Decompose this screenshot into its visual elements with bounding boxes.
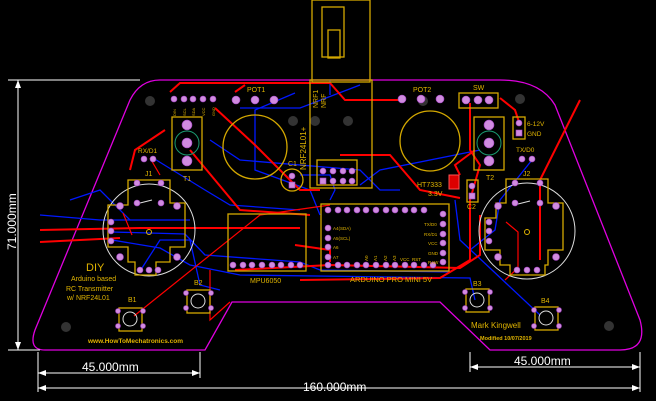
c1-label: C1 (288, 161, 297, 168)
pin-label: VCC (428, 241, 438, 246)
j1-label: J1 (145, 171, 153, 178)
joystick-j2: J2 (478, 171, 576, 280)
t1-label: T1 (183, 176, 191, 183)
sw-label: SW (473, 85, 485, 92)
pot1-label: POT1 (247, 87, 265, 94)
mpu-label: MPU6050 (250, 278, 281, 285)
tx-header: TX/D0 (516, 147, 536, 163)
button-b4: B4 (531, 298, 562, 331)
power-gnd-label: GND (527, 131, 542, 138)
description-line2: RC Transmitter (66, 286, 114, 293)
rx-label: RX/D1 (138, 148, 158, 155)
nrf-value-label: NRF (321, 94, 328, 108)
arduino-label: ARDUINO PRO MINI 5V (350, 275, 432, 284)
pin-label: A2 (383, 255, 388, 261)
rx-header: RX/D1 (138, 148, 158, 163)
pin-label: A0 (364, 255, 369, 261)
pot1: POT1 (222, 87, 288, 180)
pin-label: DIN (172, 109, 177, 116)
dimension-width: 160.000mm (38, 380, 640, 394)
power-input: 6-12V GND (512, 116, 545, 140)
button-b2: B2 (183, 280, 214, 314)
pin-label: A5(SCL) (333, 236, 351, 241)
tx-label: TX/D0 (516, 147, 535, 154)
button-b1: B1 (115, 297, 146, 332)
nrf24l01-module: NRF1 NRF NRF24L01+ (299, 0, 373, 189)
regulator: HT7333 3.3V C2 (417, 174, 479, 211)
pin-label: GND (428, 251, 439, 256)
pin-label: VCC (201, 107, 206, 116)
pin-label: RX/D1 (424, 232, 438, 237)
pot2: POT2 (397, 87, 461, 172)
right-wing-dimension-label: 45.000mm (514, 354, 571, 368)
t2: T2 (473, 116, 505, 182)
arduino-pro-mini: A4(SDA) A5(SCL) A6 A7 TX/D0 RX/D1 VCC GN… (320, 203, 450, 284)
nrf-module-label: NRF24L01+ (299, 126, 308, 170)
button-b3: B3 (462, 281, 493, 313)
power-switch: SW (458, 85, 499, 109)
j2-label: J2 (523, 171, 531, 178)
board-text: DIY Arduino based RC Transmitter w/ NRF2… (66, 262, 532, 345)
pin-label: SDA (191, 107, 196, 116)
width-dimension-label: 160.000mm (303, 380, 366, 394)
b1-label: B1 (128, 297, 137, 304)
description-line3: w/ NRF24L01 (66, 295, 110, 302)
pin-label: A6 (333, 245, 339, 250)
board-outline (32, 79, 643, 351)
author-label: Mark Kingwell (471, 321, 521, 330)
pin-label: GND (211, 107, 216, 116)
pin-label: A7 (333, 255, 339, 260)
pin-label: A4(SDA) (333, 226, 351, 231)
pot2-label: POT2 (413, 87, 431, 94)
pin-label: A3 (392, 255, 397, 261)
joystick-j1: J1 (102, 171, 196, 277)
pin-label: A1 (373, 255, 378, 261)
b4-label: B4 (541, 298, 550, 305)
t1: DIN SCL SDA VCC GND T1 (170, 95, 217, 183)
dimension-right-wing: 45.000mm (469, 352, 641, 392)
pin-label: TX/D0 (424, 222, 437, 227)
diy-label: DIY (86, 262, 105, 274)
pin-label: RAW (428, 260, 439, 265)
regulator-label: HT7333 (417, 182, 442, 189)
pin-label: VCC (400, 257, 410, 262)
left-wing-dimension-label: 45.000mm (82, 360, 139, 374)
website-label: www.HowToMechatronics.com (87, 338, 183, 345)
b3-label: B3 (473, 281, 482, 288)
pin-label: RST (412, 257, 421, 262)
bottom-traces (39, 80, 541, 316)
description-line1: Arduino based (71, 276, 116, 283)
nrf-ref-label: NRF1 (313, 90, 320, 108)
regulator-voltage-label: 3.3V (428, 191, 443, 198)
b2-label: B2 (194, 280, 203, 287)
power-plus-label: 6-12V (527, 121, 545, 128)
height-dimension-label: 71.000mm (5, 193, 19, 250)
mpu6050: MPU6050 (227, 213, 307, 285)
dimension-height: 71.000mm (5, 79, 140, 351)
pin-label: SCL (182, 107, 187, 116)
dimension-left-wing: 45.000mm (37, 352, 201, 392)
t2-label: T2 (486, 175, 494, 182)
c1: C1 (280, 161, 304, 192)
modified-label: Modified 10/07/2019 (480, 336, 532, 342)
c2-label: C2 (467, 204, 476, 211)
